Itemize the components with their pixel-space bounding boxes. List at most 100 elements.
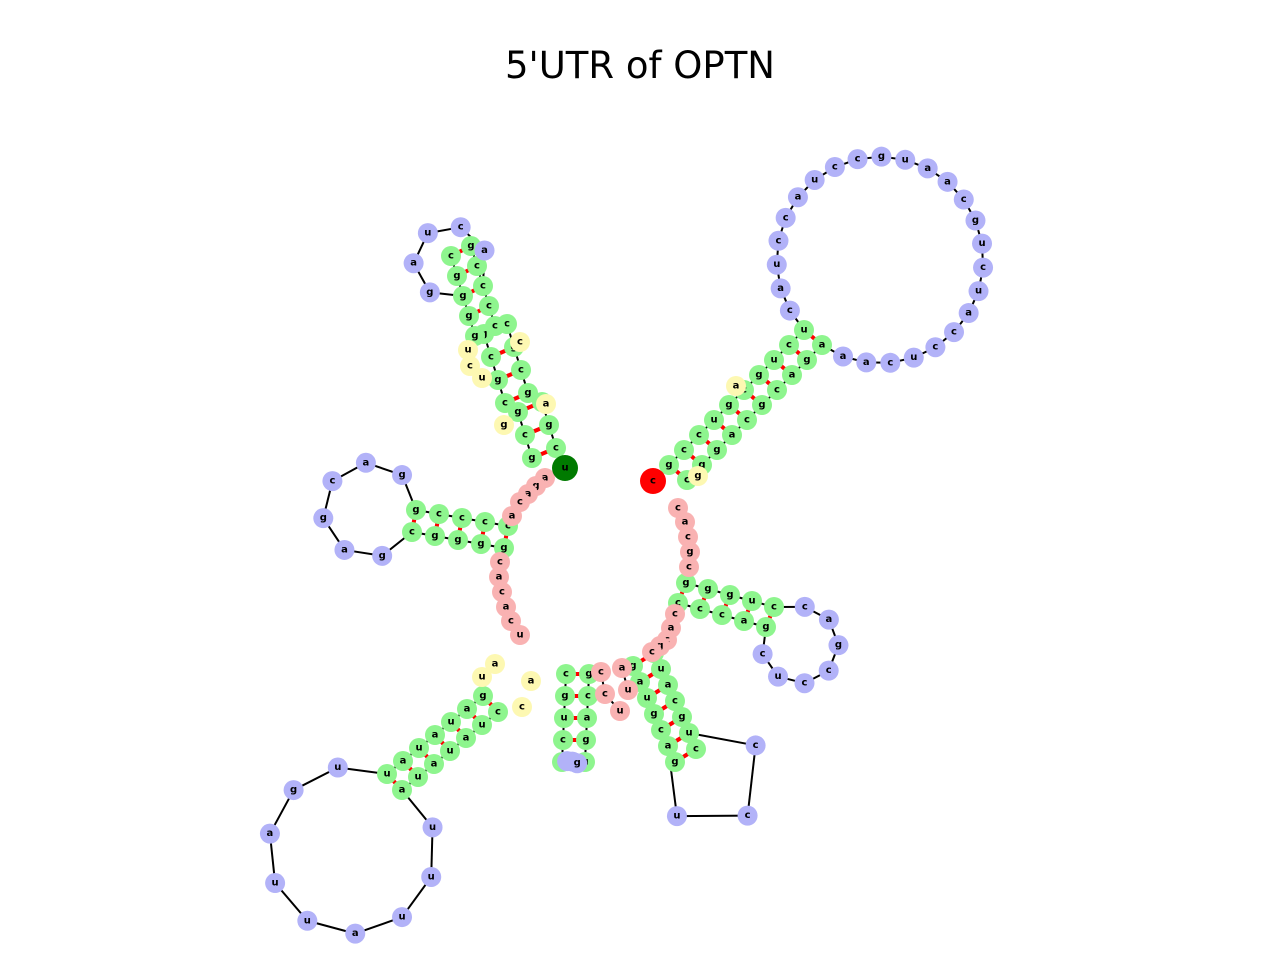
svg-text:c: c: [771, 602, 777, 613]
svg-text:a: a: [463, 733, 470, 744]
hairpin-7-base: a: [770, 278, 791, 299]
stem-3-base: c: [402, 522, 422, 542]
stem-8-base: c: [689, 425, 709, 445]
internal-1-base: a: [536, 394, 556, 414]
svg-text:g: g: [835, 640, 842, 651]
svg-text:g: g: [671, 757, 678, 768]
svg-text:c: c: [826, 665, 832, 676]
stem-3-top-base: g: [453, 286, 473, 306]
stem-5-base: g: [555, 686, 575, 706]
hairpin-3-base: u: [421, 866, 442, 887]
svg-text:u: u: [975, 286, 982, 297]
stem-2-base: c: [495, 393, 515, 413]
stem-6-base: c: [651, 720, 671, 740]
svg-text:u: u: [685, 728, 692, 739]
svg-text:c: c: [467, 361, 473, 372]
stem-6-base: u: [637, 688, 657, 708]
svg-text:c: c: [518, 365, 524, 376]
svg-text:c: c: [486, 301, 492, 312]
stem-8-base: g: [707, 440, 727, 460]
svg-text:u: u: [560, 713, 567, 724]
svg-text:c: c: [560, 735, 566, 746]
svg-text:c: c: [774, 385, 780, 396]
internal-3-base: a: [726, 376, 746, 396]
svg-text:u: u: [673, 811, 680, 822]
svg-text:g: g: [678, 712, 685, 723]
multiloop-2-base: c: [492, 582, 512, 602]
svg-text:a: a: [944, 176, 951, 187]
svg-text:c: c: [497, 557, 503, 568]
svg-text:u: u: [616, 706, 623, 717]
hairpin-1-base: g: [419, 282, 440, 303]
svg-text:c: c: [522, 430, 528, 441]
stem-6-base: g: [665, 752, 685, 772]
hairpin-6-base: c: [794, 596, 815, 617]
svg-text:c: c: [458, 222, 464, 233]
stem-4-base: a: [424, 754, 444, 774]
svg-text:c: c: [436, 509, 442, 520]
multiloop-6-base: c: [642, 642, 662, 662]
svg-text:g: g: [665, 460, 672, 471]
hairpin-2-base: g: [313, 508, 334, 529]
hairpin-6-base: c: [818, 660, 839, 681]
stem-8-base: a: [782, 365, 802, 385]
svg-text:a: a: [637, 677, 644, 688]
svg-text:c: c: [519, 702, 525, 713]
hairpin-7-base: g: [965, 210, 986, 231]
hairpin-7-base: u: [903, 347, 924, 368]
svg-text:c: c: [448, 251, 454, 262]
svg-text:u: u: [478, 373, 485, 384]
stem-6-base: u: [651, 659, 671, 679]
svg-text:g: g: [582, 735, 589, 746]
hairpin-7-base: c: [953, 189, 974, 210]
svg-text:c: c: [585, 691, 591, 702]
stem-6-base: c: [665, 691, 685, 711]
svg-text:g: g: [320, 513, 327, 524]
multiloop-1-base: a: [502, 506, 522, 526]
svg-text:u: u: [773, 259, 780, 270]
stem-8-base: a: [812, 335, 832, 355]
multiloop-3-base: c: [591, 662, 611, 682]
internal-2-base: a: [485, 654, 505, 674]
stem-4-base: a: [425, 725, 445, 745]
svg-text:c: c: [474, 261, 480, 272]
svg-text:c: c: [459, 513, 465, 524]
svg-text:u: u: [398, 912, 405, 923]
svg-text:a: a: [267, 828, 274, 839]
stem-7-base: c: [690, 599, 710, 619]
svg-text:u: u: [334, 762, 341, 773]
hairpin-7-base: a: [937, 171, 958, 192]
svg-text:u: u: [464, 345, 471, 356]
svg-text:g: g: [477, 539, 484, 550]
svg-text:c: c: [553, 443, 559, 454]
svg-text:u: u: [478, 672, 485, 683]
hairpin-7-base: c: [925, 337, 946, 358]
svg-text:c: c: [409, 527, 415, 538]
svg-text:u: u: [415, 743, 422, 754]
svg-text:c: c: [802, 601, 808, 612]
stem-8-base: u: [794, 320, 814, 340]
stem-3-top-base: c: [467, 256, 487, 276]
hairpin-4-base: g: [567, 753, 588, 774]
nucleotide-layer: gccggccggccggcgcgcgcgccggaucaucucaggcgcg…: [259, 146, 994, 944]
hairpin-3-base: u: [265, 873, 286, 894]
svg-text:c: c: [602, 689, 608, 700]
stem-8-base: g: [659, 455, 679, 475]
svg-text:a: a: [729, 430, 736, 441]
hairpin-2-base: a: [334, 539, 355, 560]
multiloop-2-base: c: [490, 552, 510, 572]
svg-text:u: u: [561, 463, 568, 474]
svg-text:c: c: [650, 476, 656, 487]
backbone-layer: [268, 155, 985, 935]
svg-text:u: u: [516, 630, 523, 641]
stem-2-base: c: [511, 360, 531, 380]
stem-7-base: g: [676, 573, 696, 593]
svg-text:u: u: [272, 878, 279, 889]
stem-3-top-base: c: [479, 296, 499, 316]
stem-7-base: g: [720, 585, 740, 605]
svg-text:g: g: [431, 531, 438, 542]
svg-text:c: c: [685, 532, 691, 543]
hairpin-7-base: u: [972, 233, 993, 254]
svg-text:c: c: [693, 744, 699, 755]
svg-text:g: g: [514, 407, 521, 418]
